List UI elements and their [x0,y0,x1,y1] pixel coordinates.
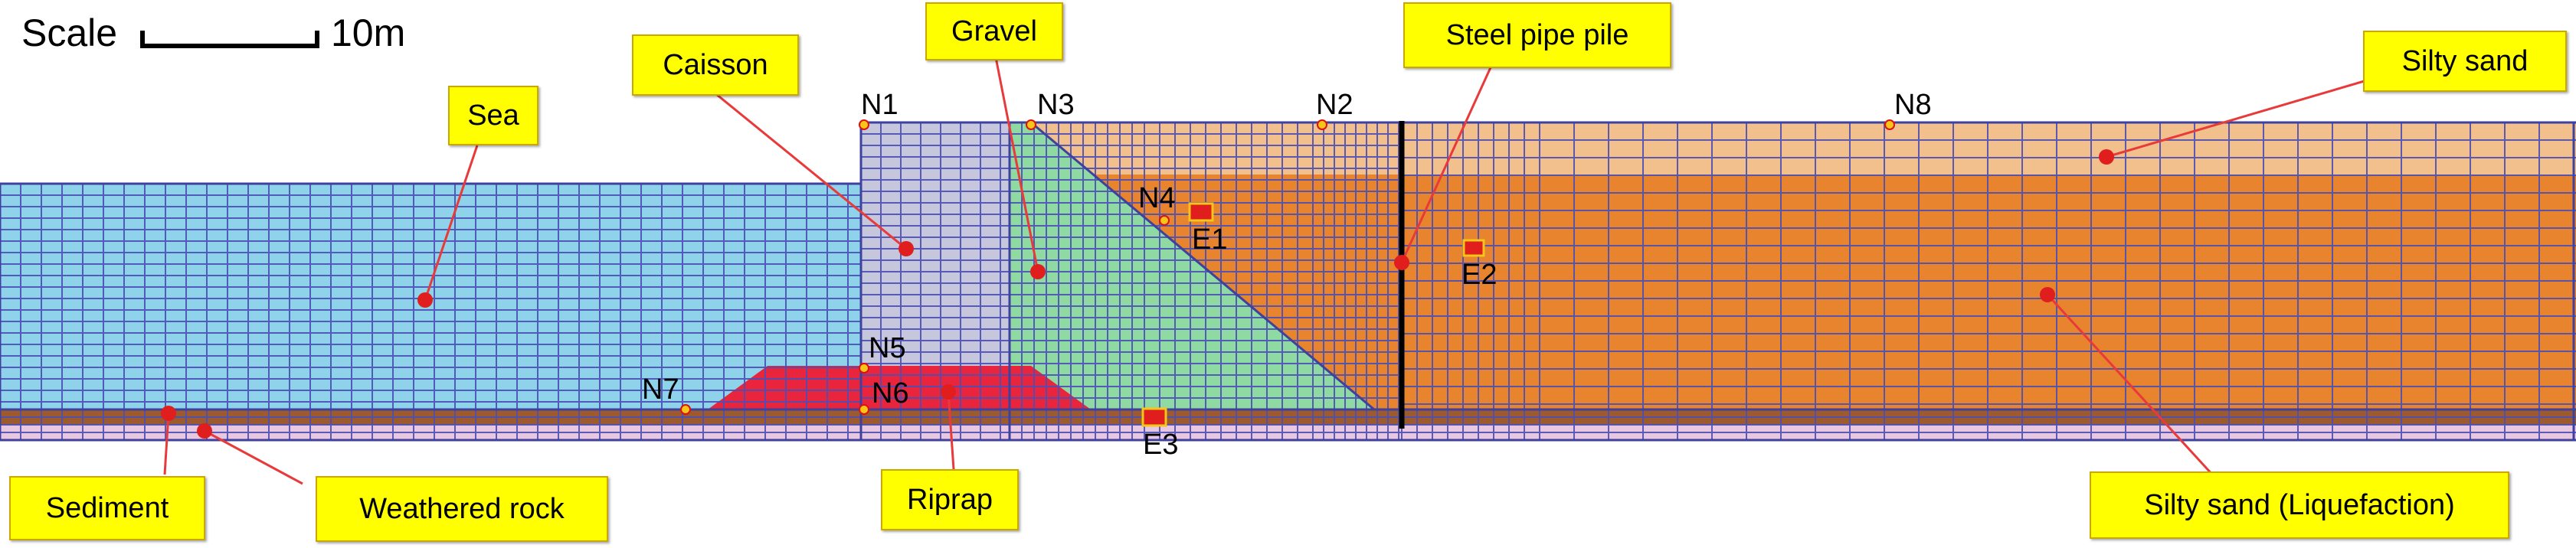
monitoring-nodes [680,119,1895,415]
node-label-n3: N3 [1037,89,1075,121]
callout-weathered-rock: Weathered rock [316,476,608,542]
element-e1-marker [1188,202,1214,222]
node-n6-marker [859,404,869,415]
node-label-n1: N1 [861,89,898,121]
callout-steel-pipe-pile: Steel pipe pile [1403,2,1671,68]
element-e3-marker [1141,407,1167,427]
element-e2-marker [1462,239,1485,257]
caisson-region [861,122,1010,366]
region-outlines [0,121,2576,442]
node-n1-marker [859,119,869,130]
node-n2-marker [1317,119,1327,130]
callout-caisson: Caisson [632,34,799,96]
callout-silty-sand-liquefaction: Silty sand (Liquefaction) [2090,471,2509,539]
element-label-e3: E3 [1143,429,1179,461]
callout-gravel: Gravel [925,2,1063,60]
node-label-n4: N4 [1138,182,1176,214]
callout-riprap: Riprap [881,469,1019,530]
node-label-n7: N7 [642,373,679,406]
node-label-n6: N6 [872,377,909,409]
callout-sediment: Sediment [9,476,205,540]
node-label-n2: N2 [1316,89,1353,121]
callout-sea: Sea [448,86,538,145]
callout-dots [161,149,2114,439]
element-label-e1: E1 [1192,223,1228,256]
node-label-n5: N5 [869,332,906,364]
monitoring-elements [1141,202,1485,427]
scale-length-label: 10m [331,11,406,54]
scale-bar [140,31,319,48]
node-label-n8: N8 [1894,89,1932,121]
silty-sand-region [1031,122,2576,175]
callout-silty-sand: Silty sand [2363,31,2567,92]
callout-pointers [163,57,2375,485]
element-label-e2: E2 [1461,259,1497,291]
node-n5-marker [859,363,869,373]
node-n8-marker [1884,119,1895,130]
scale-label: Scale [21,11,118,54]
node-n4-marker [1159,215,1170,226]
node-n7-marker [680,404,691,415]
node-n3-marker [1026,119,1036,130]
